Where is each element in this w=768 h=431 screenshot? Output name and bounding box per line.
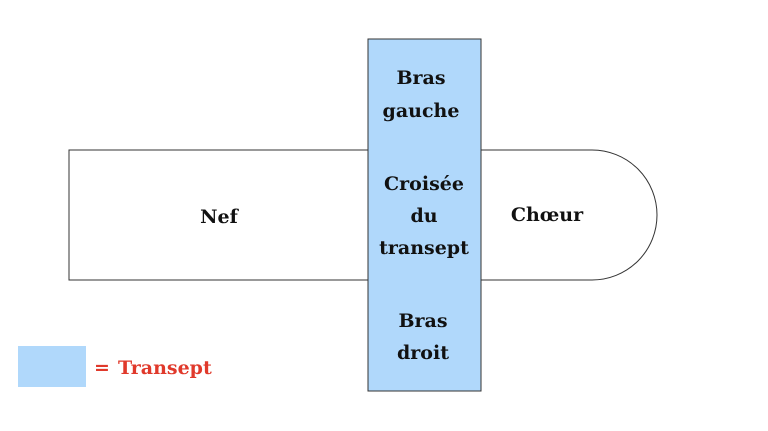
legend-equals: = — [94, 357, 110, 379]
legend: = Transept — [18, 346, 212, 387]
crossing-label-line-1: Croisée — [384, 173, 464, 195]
right-arm-label-line-2: droit — [397, 342, 449, 364]
nave-label: Nef — [200, 206, 239, 228]
left-arm-label-line-1: Bras — [396, 67, 445, 89]
nave-choir-outline — [68, 149, 658, 281]
right-arm-label-line-1: Bras — [398, 310, 447, 332]
left-arm-label-line-2: gauche — [383, 100, 460, 122]
crossing-label-line-2: du — [410, 205, 437, 227]
choir-label: Chœur — [511, 204, 584, 226]
legend-label: Transept — [118, 357, 212, 379]
crossing-label-line-3: transept — [379, 237, 469, 259]
legend-swatch — [18, 346, 86, 387]
transept-shape — [367, 38, 482, 392]
